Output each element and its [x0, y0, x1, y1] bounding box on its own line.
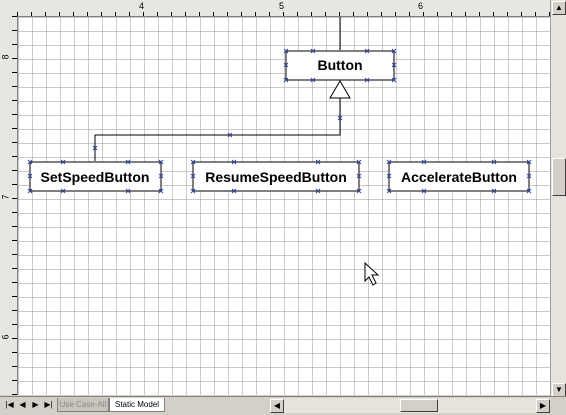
top-ruler-label-6: 6: [418, 1, 424, 11]
horizontal-scrollbar[interactable]: ◀ ▶: [270, 398, 550, 413]
scroll-right-icon[interactable]: ▶: [536, 399, 550, 413]
scroll-left-icon[interactable]: ◀: [270, 399, 284, 413]
left-ruler-ticks: [12, 16, 17, 395]
mouse-pointer-icon: [364, 261, 380, 286]
left-ruler-label-8: 8: [0, 54, 11, 60]
tab-static-model[interactable]: Static Model: [109, 398, 165, 412]
horizontal-scroll-thumb[interactable]: [400, 399, 438, 412]
uml-diagram[interactable]: Button SetSpeedButton: [18, 17, 550, 395]
prev-page-icon[interactable]: ◀: [19, 400, 26, 409]
drawing-canvas[interactable]: Button SetSpeedButton: [18, 17, 550, 395]
ruler-corner: [0, 0, 18, 17]
top-ruler-ticks: [17, 12, 550, 16]
class-acceleratebutton[interactable]: AccelerateButton: [386, 159, 532, 194]
left-ruler-label-6: 6: [0, 334, 11, 340]
class-resumespeedbutton[interactable]: ResumeSpeedButton: [190, 159, 362, 194]
last-page-icon[interactable]: ▶|: [44, 400, 53, 409]
inheritance-arrowhead[interactable]: [329, 80, 351, 99]
first-page-icon[interactable]: |◀: [5, 400, 14, 409]
class-name-acceleratebutton: AccelerateButton: [401, 169, 517, 185]
left-ruler-label-7: 7: [0, 194, 11, 200]
left-ruler: 8 7 6: [0, 16, 18, 395]
vertical-scroll-thumb[interactable]: [552, 158, 566, 196]
top-ruler-label-5: 5: [279, 1, 285, 11]
generalization-line[interactable]: [94, 98, 341, 161]
class-name-resumespeedbutton: ResumeSpeedButton: [205, 169, 347, 185]
scroll-down-icon[interactable]: ▼: [552, 383, 566, 397]
class-name-button: Button: [317, 57, 362, 73]
class-setspeedbutton[interactable]: SetSpeedButton: [27, 159, 164, 194]
class-box[interactable]: [192, 161, 360, 192]
class-name-setspeedbutton: SetSpeedButton: [41, 169, 150, 185]
tab-use-case-all[interactable]: Use Case-All: [57, 398, 109, 412]
top-ruler-label-4: 4: [139, 1, 145, 11]
class-button[interactable]: Button: [283, 48, 397, 83]
next-page-icon[interactable]: ▶: [32, 400, 39, 409]
vertical-scrollbar[interactable]: ▲ ▼: [550, 0, 566, 398]
class-box[interactable]: [29, 161, 162, 192]
top-ruler: 4 5 6: [17, 0, 550, 17]
scroll-up-icon[interactable]: ▲: [552, 1, 566, 15]
bottom-bar: |◀ ◀ ▶ ▶| Use Case-All Static Model ◀ ▶: [0, 396, 566, 415]
